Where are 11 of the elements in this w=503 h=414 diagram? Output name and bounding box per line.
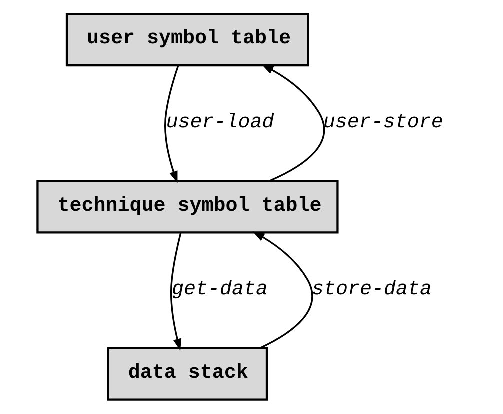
arrow	[252, 232, 313, 350]
edge-label: user-store	[322, 111, 443, 134]
node-box: technique symbol table	[36, 180, 338, 234]
arrow	[170, 233, 182, 351]
node-box: data stack	[106, 347, 268, 401]
arrow	[261, 64, 325, 182]
edge-label: store-data	[312, 278, 432, 302]
edge-label: get-data	[172, 278, 268, 302]
node-box: user symbol table	[65, 13, 309, 67]
arrow	[164, 66, 179, 184]
edge-label: user-load	[166, 111, 274, 134]
